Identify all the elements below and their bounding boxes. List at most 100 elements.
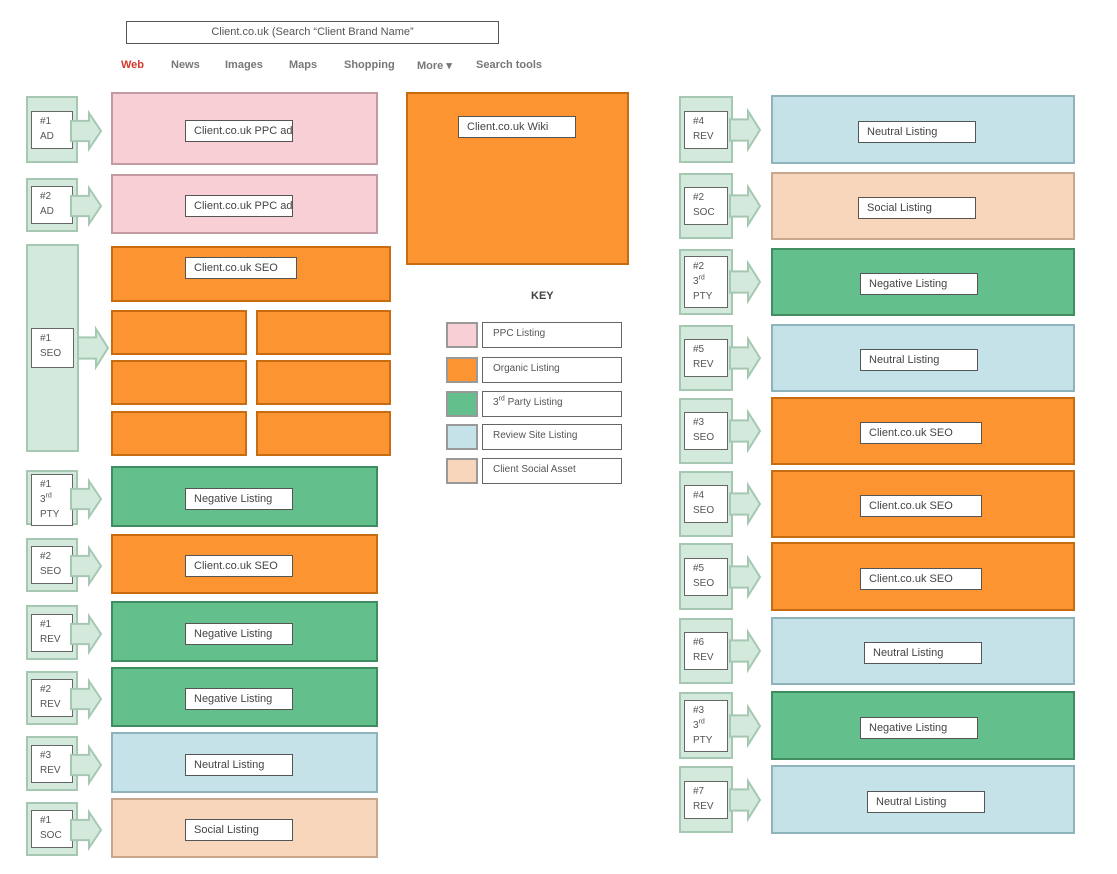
arrow-right-icon: [70, 808, 103, 852]
key-swatch: [446, 458, 478, 484]
listing-green: Negative Listing: [111, 667, 378, 727]
sitelink-block: [111, 310, 247, 355]
arrow-right-icon: [70, 184, 103, 228]
arrow-right-icon: [70, 544, 103, 588]
sitelink-block: [256, 411, 391, 456]
search-tab-news[interactable]: News: [171, 59, 200, 71]
listing-label: Client.co.uk PPC ad: [185, 120, 293, 142]
key-label: PPC Listing: [482, 322, 622, 348]
sitelink-block: [256, 310, 391, 355]
key-label: 3rd Party Listing: [482, 391, 622, 417]
arrow-right-icon: [729, 259, 762, 305]
arrow-right-icon: [729, 554, 762, 599]
wiki-panel: Client.co.uk Wiki: [406, 92, 629, 265]
listing-label: Negative Listing: [185, 623, 293, 645]
listing-orange: Client.co.uk SEO: [111, 246, 391, 302]
listing-label: Client.co.uk SEO: [185, 257, 297, 279]
listing-blue: Neutral Listing: [111, 732, 378, 793]
arrow-right-icon: [70, 477, 103, 520]
listing-label: Client.co.uk SEO: [185, 555, 293, 577]
listing-label: Client.co.uk SEO: [860, 568, 982, 590]
listing-green: Negative Listing: [771, 248, 1075, 316]
arrow-right-icon: [70, 743, 103, 786]
listing-orange: Client.co.uk SEO: [771, 397, 1075, 465]
listing-orange: Client.co.uk SEO: [771, 470, 1075, 538]
listing-label: Neutral Listing: [185, 754, 293, 776]
key-swatch: [446, 424, 478, 450]
listing-blue: Neutral Listing: [771, 765, 1075, 834]
arrow-right-icon: [77, 325, 110, 371]
search-tab-more[interactable]: More ▾: [417, 60, 452, 72]
listing-label: Social Listing: [185, 819, 293, 841]
listing-label: Social Listing: [858, 197, 976, 219]
search-tab-shopping[interactable]: Shopping: [344, 59, 395, 71]
search-tab-images[interactable]: Images: [225, 59, 263, 71]
arrow-right-icon: [729, 628, 762, 674]
listing-peach: Social Listing: [111, 798, 378, 858]
arrow-right-icon: [729, 183, 762, 229]
arrow-right-icon: [729, 481, 762, 527]
listing-label: Neutral Listing: [864, 642, 982, 664]
sitelink-block: [256, 360, 391, 405]
arrow-right-icon: [70, 677, 103, 721]
key-label: Client Social Asset: [482, 458, 622, 484]
listing-label: Negative Listing: [185, 688, 293, 710]
arrow-right-icon: [70, 612, 103, 655]
sitelink-block: [111, 411, 247, 456]
arrow-right-icon: [70, 109, 103, 152]
key-swatch: [446, 391, 478, 417]
listing-label: Client.co.uk SEO: [860, 495, 982, 517]
listing-label: Neutral Listing: [867, 791, 985, 813]
listing-blue: Neutral Listing: [771, 617, 1075, 685]
search-box[interactable]: Client.co.uk (Search “Client Brand Name”: [126, 21, 499, 44]
listing-blue: Neutral Listing: [771, 324, 1075, 392]
listing-green: Negative Listing: [771, 691, 1075, 760]
arrow-right-icon: [729, 335, 762, 381]
listing-label: Negative Listing: [860, 273, 978, 295]
listing-pink: Client.co.uk PPC ad: [111, 174, 378, 234]
key-label: Review Site Listing: [482, 424, 622, 450]
sitelink-block: [111, 360, 247, 405]
key-swatch: [446, 357, 478, 383]
arrow-right-icon: [729, 408, 762, 454]
listing-blue: Neutral Listing: [771, 95, 1075, 164]
listing-pink: Client.co.uk PPC ad: [111, 92, 378, 165]
search-tab-maps[interactable]: Maps: [289, 59, 318, 71]
key-title: KEY: [531, 290, 554, 302]
search-tab-web[interactable]: Web: [121, 59, 145, 71]
listing-label: Client.co.uk SEO: [860, 422, 982, 444]
search-tab-search-tools[interactable]: Search tools: [476, 59, 543, 71]
